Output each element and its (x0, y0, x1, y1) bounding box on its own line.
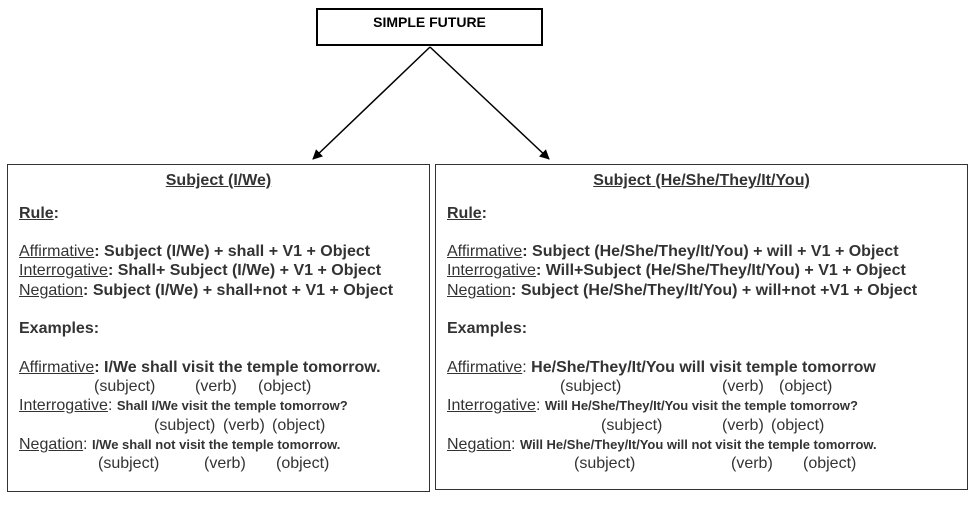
example-negation-label: Negation (447, 436, 512, 453)
gloss-verb: (verb) (731, 455, 773, 472)
example-negation-text: I/We shall not visit the temple tomorrow… (91, 437, 341, 452)
rule-label: Rule (19, 205, 54, 222)
example-affirmative-text: : I/We shall visit the temple tomorrow. (94, 359, 381, 376)
gloss-object: (object) (771, 417, 825, 434)
gloss-verb: (verb) (223, 417, 265, 434)
interrogative-rule-row: Interrogative: Will+Subject (He/She/They… (447, 261, 906, 281)
examples-label: Examples: (19, 320, 100, 337)
gloss-verb: (verb) (204, 455, 246, 472)
example-interrogative-row: Interrogative: Will He/She/They/It/You v… (447, 397, 858, 414)
gloss-object: (object) (272, 417, 326, 434)
gloss-verb: (verb) (722, 417, 764, 434)
gloss-object: (object) (276, 455, 330, 472)
interrogative-rule-row: Interrogative: Shall+ Subject (I/We) + V… (19, 261, 381, 281)
gloss-object: (object) (258, 378, 312, 395)
panel-subject-i-we: Subject (I/We) Rule: Affirmative: Subjec… (7, 164, 430, 492)
affirmative-label: Affirmative (447, 243, 523, 260)
gloss-subject: (subject) (94, 378, 156, 395)
gloss-object: (object) (803, 455, 857, 472)
example-affirmative-text: He/She/They/It/You will visit temple tom… (531, 359, 876, 376)
examples-label: Examples: (447, 320, 528, 337)
rule-label: Rule (447, 205, 482, 222)
panel-heading: Subject (He/She/They/It/You) (593, 172, 810, 189)
example-interrogative-text: Shall I/We visit the temple tomorrow? (116, 398, 348, 413)
interrogative-label: Interrogative (447, 262, 536, 279)
interrogative-label: Interrogative (19, 262, 108, 279)
gloss-subject: (subject) (560, 378, 622, 395)
negation-label: Negation (19, 282, 84, 299)
arrow-left (312, 46, 431, 160)
example-interrogative-label: Interrogative (19, 397, 108, 414)
diagram-title: SIMPLE FUTURE (373, 14, 486, 30)
affirmative-rule-row: Affirmative: Subject (He/She/They/It/You… (447, 242, 899, 262)
gloss-subject: (subject) (98, 455, 160, 472)
title-box: SIMPLE FUTURE (316, 8, 543, 46)
negation-rule: : Subject (I/We) + shall+not + V1 + Obje… (83, 282, 394, 299)
arrow-right (429, 46, 550, 160)
panel-subject-he-she-they-it-you: Subject (He/She/They/It/You) Rule: Affir… (435, 164, 968, 490)
gloss-subject: (subject) (154, 417, 216, 434)
negation-label: Negation (447, 282, 512, 299)
affirmative-rule: : Subject (He/She/They/It/You) + will + … (522, 243, 899, 260)
affirmative-label: Affirmative (19, 243, 95, 260)
rule-row: Rule: (447, 205, 487, 222)
negation-rule-row: Negation: Subject (He/She/They/It/You) +… (447, 281, 917, 301)
example-affirmative-label: Affirmative (19, 359, 95, 376)
gloss-object: (object) (779, 378, 833, 395)
example-negation-label: Negation (19, 436, 84, 453)
affirmative-rule: : Subject (I/We) + shall + V1 + Object (94, 243, 371, 260)
rule-row: Rule: (19, 205, 59, 222)
gloss-verb: (verb) (195, 378, 237, 395)
interrogative-rule: : Will+Subject (He/She/They/It/You) + V1… (535, 262, 906, 279)
example-affirmative-label: Affirmative (447, 359, 523, 376)
example-negation-row: Negation: I/We shall not visit the templ… (19, 436, 341, 453)
interrogative-rule: : Shall+ Subject (I/We) + V1 + Object (107, 262, 382, 279)
example-interrogative-row: Interrogative: Shall I/We visit the temp… (19, 397, 348, 414)
example-interrogative-text: Will He/She/They/It/You visit the temple… (544, 398, 858, 413)
example-affirmative-row: Affirmative: I/We shall visit the temple… (19, 358, 381, 378)
gloss-verb: (verb) (722, 378, 764, 395)
example-affirmative-row: Affirmative: He/She/They/It/You will vis… (447, 359, 876, 376)
example-negation-row: Negation: Will He/She/They/It/You will n… (447, 436, 877, 453)
panel-heading: Subject (I/We) (165, 172, 272, 189)
gloss-subject: (subject) (574, 455, 636, 472)
negation-rule-row: Negation: Subject (I/We) + shall+not + V… (19, 281, 393, 301)
gloss-subject: (subject) (601, 417, 663, 434)
negation-rule: : Subject (He/She/They/It/You) + will+no… (511, 282, 918, 299)
example-interrogative-label: Interrogative (447, 397, 536, 414)
affirmative-rule-row: Affirmative: Subject (I/We) + shall + V1… (19, 242, 370, 262)
example-negation-text: Will He/She/They/It/You will not visit t… (519, 437, 877, 452)
